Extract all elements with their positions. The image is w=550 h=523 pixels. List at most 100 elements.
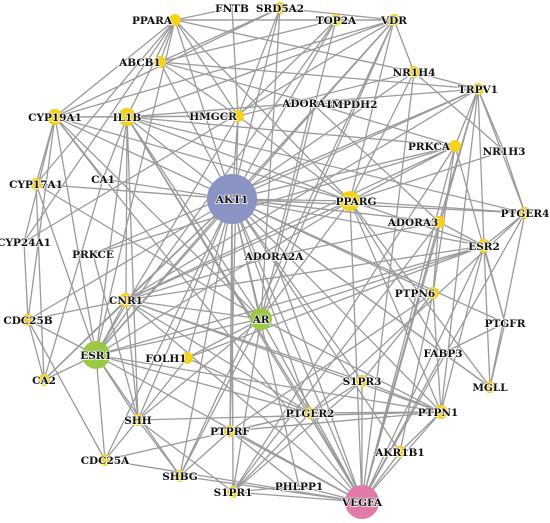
edge-esr1-esr2 (95, 245, 485, 356)
node-label-ca1: CA1 (91, 174, 115, 186)
edge-vegfa-fabp3 (361, 352, 444, 503)
edge-top2a-abcb1 (159, 19, 337, 63)
edge-il1b-ptger2 (126, 116, 311, 414)
edge-hmgcr-abcb1 (159, 61, 239, 117)
node-cyp19a1[interactable] (47, 109, 63, 125)
node-shh[interactable] (132, 414, 144, 426)
edge-vegfa-cdc25a (104, 459, 363, 503)
node-cyp17a1[interactable] (30, 178, 42, 190)
edge-pparg-prkca (349, 145, 456, 202)
edge-ar-esr2 (260, 245, 485, 320)
node-s1pr1[interactable] (227, 486, 239, 498)
node-ptpn1[interactable] (434, 405, 448, 419)
node-akr1b1[interactable] (394, 446, 406, 458)
edge-pparg-ptger4 (349, 200, 526, 214)
edge-ppara-cyp19a1 (54, 19, 176, 118)
edge-akt1-top2a (231, 19, 337, 200)
node-ppara[interactable] (169, 14, 181, 26)
edge-cdc25b-cdc25a (27, 319, 106, 461)
edge-pparg-vdr (349, 19, 395, 202)
node-cdc25a[interactable] (99, 454, 111, 466)
edge-ptprf-ptpn6 (229, 292, 434, 432)
edge-trpv1-esr2 (477, 88, 485, 247)
node-prkca[interactable] (449, 140, 461, 152)
node-label-cyp19a1: CYP19A1 (28, 112, 82, 124)
edges-layer (23, 7, 526, 503)
edge-vdr-cyp24a1 (23, 19, 395, 243)
edge-esr1-il1b (95, 116, 128, 356)
edge-ar-cnr1 (125, 299, 262, 320)
edge-ar-top2a (260, 19, 337, 320)
edge-mgll-fabp3 (442, 352, 491, 388)
node-hmgcr[interactable] (232, 110, 244, 122)
edge-vdr-nr1h4 (393, 19, 415, 73)
edge-akt1-ptpn1 (231, 198, 442, 413)
edge-pparg-il1b (126, 116, 351, 202)
edge-esr1-ptger2 (95, 354, 311, 414)
edge-akt1-cyp19a1 (54, 116, 233, 200)
node-ptger4[interactable] (519, 207, 531, 219)
node-pparg[interactable] (340, 191, 360, 211)
node-shbg[interactable] (174, 470, 186, 482)
edge-vegfa-ptprf (229, 430, 363, 503)
edge-shbg-shh (137, 419, 181, 477)
node-il1b[interactable] (118, 108, 136, 126)
node-label-srd5a2: SRD5A2 (256, 3, 304, 15)
node-label-fabp3: FABP3 (423, 348, 462, 360)
edge-vegfa-pparg (349, 200, 363, 503)
node-cdc25b[interactable] (22, 314, 34, 326)
edge-il1b-ppara (126, 19, 176, 118)
edge-ptger2-ptprf (229, 412, 311, 432)
node-srd5a2[interactable] (274, 2, 286, 14)
edge-phlpp1-s1pr1 (232, 485, 300, 493)
node-label-fntb: FNTB (215, 3, 249, 15)
edge-ppara-hmgcr (174, 19, 239, 117)
edge-trpv1-ptpn1 (440, 88, 479, 413)
edge-cnr1-cdc25b (27, 299, 127, 321)
edge-trpv1-abcb1 (159, 61, 479, 90)
node-mgll[interactable] (484, 381, 496, 393)
edge-srd5a2-vdr (279, 7, 395, 21)
node-ptpn6[interactable] (427, 287, 439, 299)
node-akt1[interactable] (207, 174, 257, 224)
node-trpv1[interactable] (472, 83, 484, 95)
node-adora3[interactable] (433, 216, 445, 228)
node-cnr1[interactable] (119, 293, 133, 307)
edge-prkca-s1pr1 (232, 145, 456, 493)
node-top2a[interactable] (330, 14, 342, 26)
node-ca2[interactable] (38, 374, 50, 386)
edge-trpv1-ptger4 (477, 88, 526, 214)
edge-cnr1-adora2a (125, 255, 275, 301)
edge-ar-shbg (179, 318, 262, 477)
edge-cdc25b-ca2 (27, 319, 45, 381)
edge-cnr1-ptger2 (125, 299, 311, 414)
edge-esr1-ppara (95, 19, 176, 356)
edge-akt1-ppara (174, 19, 233, 200)
node-vdr[interactable] (388, 14, 400, 26)
node-ar[interactable] (250, 308, 272, 330)
edge-akt1-nr1h4 (231, 71, 415, 200)
node-label-ar: AR (252, 314, 270, 326)
node-s1pr3[interactable] (356, 375, 368, 387)
edge-cdc25a-shh (104, 419, 139, 461)
node-ptprf[interactable] (224, 425, 236, 437)
edge-adora3-adora2b (311, 102, 440, 223)
edge-adora2b-adora2a (273, 102, 313, 257)
node-label-cdc25a: CDC25A (81, 455, 130, 467)
node-esr1[interactable] (82, 341, 110, 369)
node-abcb1[interactable] (154, 56, 166, 68)
node-label-esr2: ESR2 (468, 241, 500, 253)
node-esr2[interactable] (477, 239, 491, 253)
edge-nr1h4-nr1h3 (413, 71, 505, 152)
node-ptger2[interactable] (304, 407, 316, 419)
edge-pparg-esr2 (349, 200, 485, 247)
node-vegfa[interactable] (345, 485, 379, 519)
edge-il1b-shh (126, 116, 139, 421)
node-label-trpv1: TRPV1 (458, 84, 498, 96)
node-folh1[interactable] (181, 352, 193, 364)
edge-vegfa-adora3 (361, 221, 440, 503)
edge-il1b-prkca (126, 116, 456, 147)
edge-adora3-s1pr1 (232, 221, 440, 493)
node-nr1h4[interactable] (408, 66, 420, 78)
